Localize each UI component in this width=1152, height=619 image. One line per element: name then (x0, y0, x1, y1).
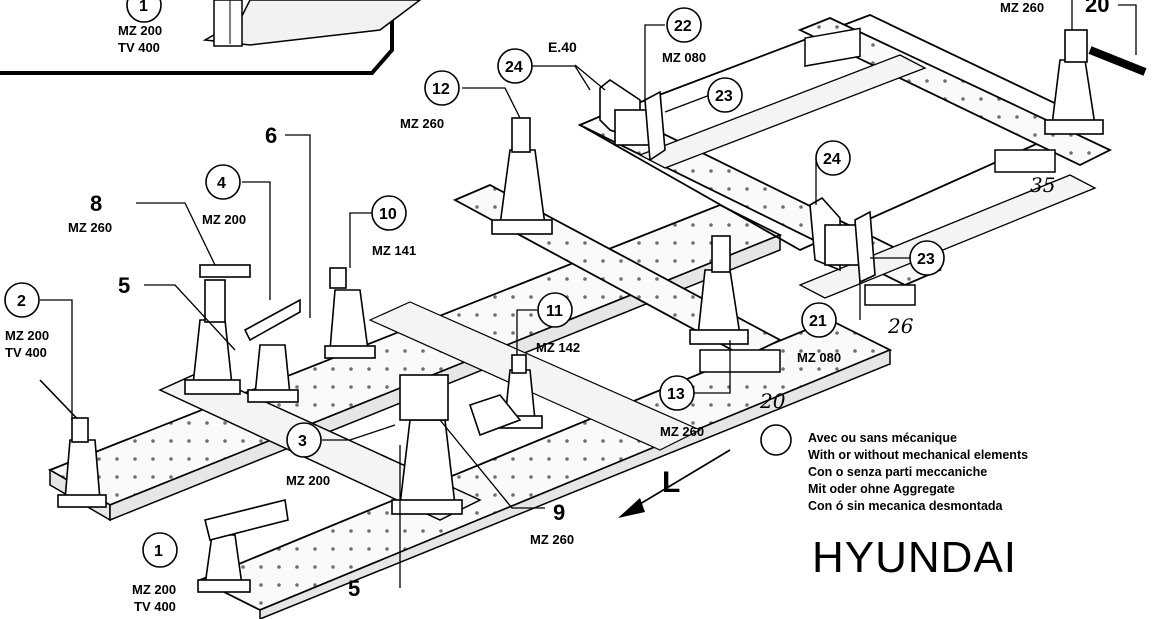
callout-11-model: MZ 142 (536, 340, 580, 355)
legend-line-it: Con o senza parti meccaniche (808, 465, 987, 479)
pillar-2 (184, 264, 251, 395)
callout-12-model: MZ 260 (400, 116, 444, 131)
callout-23-lower: 23 (917, 251, 935, 268)
e40-label: E.40 (548, 39, 577, 55)
callout-9-model: MZ 260 (530, 532, 574, 547)
callout-1-top-model: MZ 200 (118, 23, 162, 38)
leader-lines (40, 0, 1137, 588)
callout-11: 11 (546, 303, 563, 320)
callout-9: 9 (553, 500, 565, 525)
callout-22: 22 (674, 18, 692, 35)
handwritten-20: 20 (759, 389, 786, 413)
callout-22-model: MZ 080 (662, 50, 706, 65)
pillar-10 (324, 267, 376, 359)
callout-3: 3 (298, 433, 307, 450)
direction-arrow (618, 449, 731, 518)
inset-frame (0, 0, 422, 75)
pillar-top-right (1044, 29, 1147, 135)
callout-20: 20 (1085, 0, 1109, 17)
legend-line-es: Con ó sin mecanica desmontada (808, 499, 1004, 513)
callout-8-model: MZ 260 (68, 220, 112, 235)
callout-2-extra: TV 400 (5, 345, 47, 360)
bracket-22-24 (599, 79, 666, 162)
callout-12: 12 (432, 81, 450, 98)
callout-1-bottom: 1 (154, 543, 163, 560)
brand-label: HYUNDAI (812, 533, 1017, 582)
legend-line-fr: Avec ou sans mécanique (808, 431, 957, 445)
callout-10-model: MZ 141 (372, 243, 416, 258)
callout-24-upper: 24 (505, 59, 523, 76)
callout-2-model: MZ 200 (5, 328, 49, 343)
callout-1-top-extra: TV 400 (118, 40, 160, 55)
callout-21-model: MZ 080 (797, 350, 841, 365)
pillar-13 (689, 235, 749, 345)
mount-11 (468, 394, 522, 437)
callout-3-model: MZ 200 (286, 473, 330, 488)
direction-label: L (662, 466, 680, 499)
callout-1-top: 1 (139, 0, 148, 15)
legend-line-en: With or without mechanical elements (808, 448, 1028, 462)
callout-4: 4 (217, 175, 226, 192)
pillar-left-end (39, 379, 107, 508)
pillar-front-left (197, 499, 289, 593)
callout-5-lower: 5 (348, 576, 360, 601)
callout-circles (4, 0, 945, 568)
callout-5-upper: 5 (118, 273, 130, 298)
callout-2: 2 (17, 293, 26, 310)
callout-21: 21 (809, 313, 827, 330)
pillar-12 (491, 117, 553, 235)
callout-1-bottom-extra: TV 400 (134, 599, 176, 614)
bracket-21-23-24 (809, 196, 876, 284)
legend-line-de: Mit oder ohne Aggregate (808, 482, 955, 496)
callout-8: 8 (90, 191, 102, 216)
callout-labels: 1 MZ 200 TV 400 1 MZ 200 TV 400 2 MZ 200… (5, 0, 1109, 614)
callout-4-model: MZ 200 (202, 212, 246, 227)
callout-23-upper: 23 (715, 88, 733, 105)
top-right-model: MZ 260 (1000, 0, 1044, 15)
callout-13-model: MZ 260 (660, 424, 704, 439)
callout-24-lower: 24 (823, 151, 841, 168)
handwritten-35: 35 (1030, 173, 1055, 197)
callout-6: 6 (265, 123, 277, 148)
callout-13: 13 (667, 386, 685, 403)
pillars (39, 29, 1147, 593)
pillar-4 (243, 298, 301, 403)
callout-10: 10 (379, 206, 397, 223)
pillar-9 (391, 374, 463, 515)
handwritten-26: 26 (887, 314, 914, 338)
callout-1-bottom-model: MZ 200 (132, 582, 176, 597)
legend: Avec ou sans mécanique With or without m… (808, 431, 1028, 513)
